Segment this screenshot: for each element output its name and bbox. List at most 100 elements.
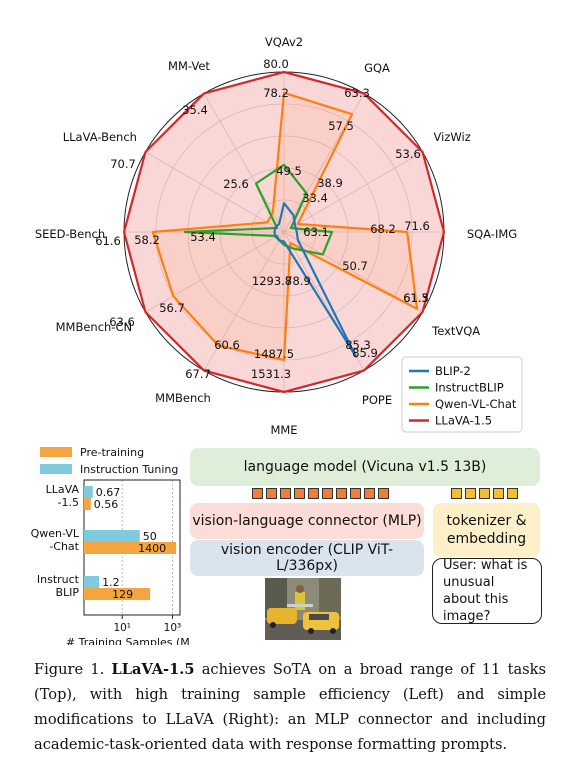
radar-value-label: 56.7 — [159, 301, 185, 315]
caption-prefix: Figure 1. — [34, 661, 112, 678]
radar-value-label: 25.6 — [223, 177, 249, 191]
radar-value-label: 71.6 — [404, 219, 430, 233]
radar-value-label: 53.4 — [190, 230, 216, 244]
radar-axis-label: GQA — [364, 61, 390, 75]
bar-x-tick-label: 10¹ — [113, 622, 131, 634]
bar-instruction-tuning — [84, 486, 93, 498]
vision-encoder-block: vision encoder (CLIP ViT-L/336px) — [190, 540, 424, 576]
radar-series-instructblip — [183, 163, 334, 256]
text-token — [479, 488, 490, 499]
radar-value-label: 1531.3 — [251, 367, 291, 381]
caption-body: achieves SoTA on a broad range of 11 tas… — [34, 661, 546, 753]
text-tokens — [451, 488, 518, 499]
bar-instruction-tuning — [84, 576, 100, 588]
radar-value-label: 63.1 — [303, 225, 329, 239]
radar-value-label: 53.6 — [395, 147, 421, 161]
bar-x-axis-label: # Training Samples (M) — [66, 636, 190, 645]
radar-series-qwen-vl-chat — [151, 91, 419, 362]
user-prompt-bubble: User: what is unusual about this image? — [432, 558, 542, 624]
visual-token — [364, 488, 375, 499]
caption-bold: LLaVA-1.5 — [111, 661, 195, 678]
bar-data-label: 129 — [112, 588, 133, 601]
radar-axis-label: MM-Vet — [168, 59, 210, 73]
radar-value-label: 60.6 — [214, 338, 240, 352]
radar-value-label: 49.5 — [276, 164, 302, 178]
radar-value-label: 35.4 — [182, 103, 208, 117]
figure-caption: Figure 1. LLaVA-1.5 achieves SoTA on a b… — [34, 657, 546, 757]
radar-value-label: 57.5 — [328, 119, 354, 133]
radar-value-label: 61.6 — [95, 234, 121, 248]
visual-token — [378, 488, 389, 499]
bar-data-label: 1.2 — [102, 576, 120, 589]
visual-token — [322, 488, 333, 499]
radar-value-label: 50.7 — [342, 259, 368, 273]
legend-box — [401, 356, 523, 433]
radar-value-label: 61.5 — [403, 291, 429, 305]
visual-token — [280, 488, 291, 499]
radar-series-blip-2 — [273, 202, 358, 358]
bar-pre-training — [84, 498, 91, 510]
visual-token — [266, 488, 277, 499]
radar-axis-label: SQA-IMG — [467, 227, 517, 241]
radar-series-llava-1-5 — [122, 70, 446, 394]
text-token — [493, 488, 504, 499]
bar-legend-swatch — [40, 464, 72, 474]
visual-token — [336, 488, 347, 499]
bar-data-label: 1400 — [138, 542, 166, 555]
radar-axis-label: VQAv2 — [265, 35, 303, 49]
bar-instruction-tuning — [84, 530, 140, 542]
bar-legend-swatch — [40, 447, 72, 457]
bar-category-label: BLIP — [55, 586, 79, 599]
bar-category-label: -1.5 — [58, 496, 79, 509]
radar-value-label: 80.0 — [263, 57, 289, 71]
legend-label: InstructBLIP — [435, 381, 504, 395]
radar-value-label: 1487.5 — [254, 347, 294, 361]
radar-spoke — [145, 151, 285, 233]
radar-value-label: 33.4 — [302, 191, 328, 205]
radar-value-label: 67.7 — [185, 367, 211, 381]
radar-value-label: 63.3 — [344, 86, 370, 100]
legend-label: Qwen-VL-Chat — [435, 397, 517, 411]
text-token — [451, 488, 462, 499]
radar-value-label: 1293.8 — [252, 274, 292, 288]
bar-category-label: LLaVA — [46, 483, 80, 496]
text-token — [465, 488, 476, 499]
legend-label: LLaVA-1.5 — [435, 414, 492, 428]
radar-value-label: 58.2 — [134, 233, 160, 247]
radar-value-label: 68.2 — [370, 222, 396, 236]
radar-value-label: 85.9 — [352, 346, 378, 360]
radar-value-label: 78.2 — [263, 86, 289, 100]
legend-label: BLIP-2 — [435, 364, 471, 378]
radar-value-label: 61.3 — [403, 291, 429, 305]
radar-axis-label: VizWiz — [434, 130, 471, 144]
tokenizer-label: tokenizer & embedding — [446, 513, 527, 547]
bar-data-label: 0.56 — [94, 498, 119, 511]
bar-category-label: Qwen-VL — [31, 527, 80, 540]
text-token — [507, 488, 518, 499]
radar-axis-label: LLaVA-Bench — [63, 130, 137, 144]
bar-x-tick-label: 10³ — [164, 622, 182, 634]
radar-axis-label: MMBench — [155, 391, 211, 405]
bar-legend-label: Pre-training — [80, 446, 144, 459]
radar-value-label: 70.7 — [110, 157, 136, 171]
radar-value-label: 85.3 — [345, 338, 371, 352]
radar-value-label: 38.9 — [317, 176, 343, 190]
radar-spoke — [283, 151, 423, 233]
radar-axis-label: POPE — [362, 393, 392, 407]
radar-axis-label: MME — [270, 423, 297, 437]
connector-block: vision-language connector (MLP) — [190, 503, 424, 539]
bar-category-label: -Chat — [49, 540, 79, 553]
bar-data-label: 50 — [143, 530, 157, 543]
visual-token — [252, 488, 263, 499]
bar-legend-label: Instruction Tuning — [80, 463, 178, 476]
radar-spoke — [145, 231, 285, 313]
radar-axis-label: MMBench-CN — [56, 320, 133, 334]
bar-category-label: Instruct — [37, 573, 80, 586]
visual-token — [350, 488, 361, 499]
visual-tokens — [252, 488, 389, 499]
radar-axis-label: SEED-Bench — [35, 227, 105, 241]
language-model-block: language model (Vicuna v1.5 13B) — [190, 448, 540, 486]
radar-value-label: 78.9 — [285, 274, 311, 288]
